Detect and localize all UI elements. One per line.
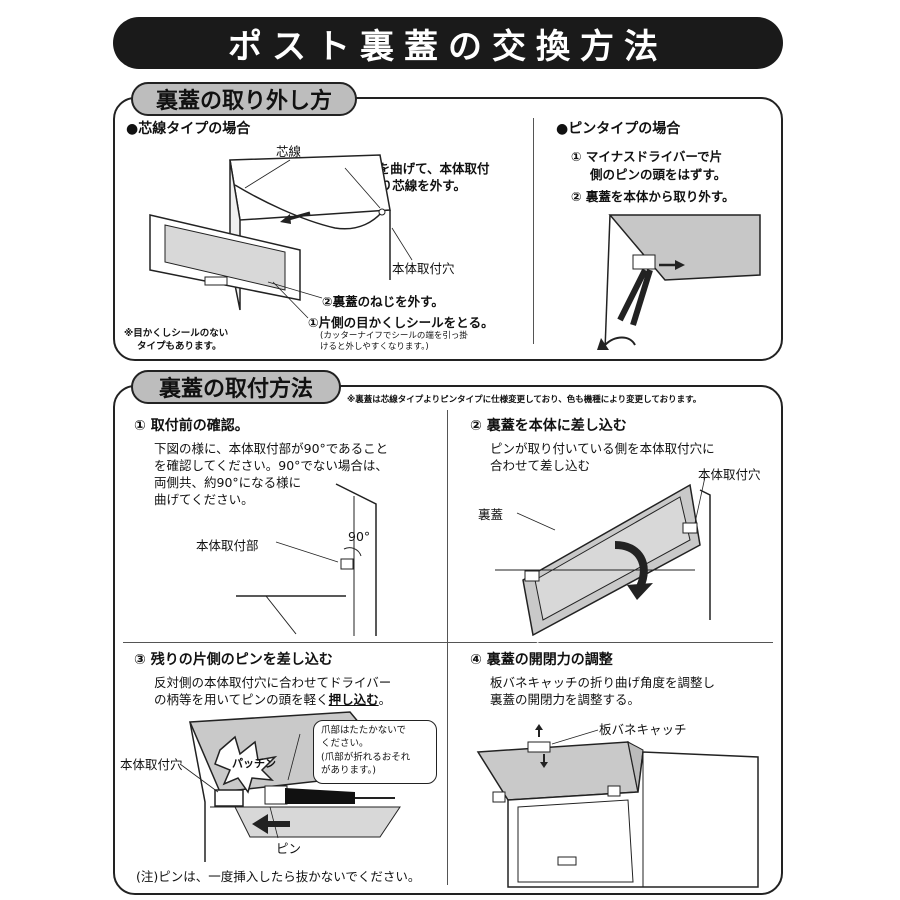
s3-label-hole: 本体取付穴 (120, 757, 183, 772)
core-step2: ②裏蓋のねじを外す。 (322, 294, 444, 309)
s3-footnote: (注)ピンは、一度挿入したら抜かないでください。 (136, 869, 421, 884)
s4-body-2: 裏蓋の開閉力を調整する。 (490, 692, 641, 707)
s2-label-hole: 本体取付穴 (698, 467, 761, 482)
s2-heading: ② 裏蓋を本体に差し込む (470, 418, 627, 434)
s3-callout-3: (爪部が折れるおそれ (321, 752, 411, 763)
s3-body-2-em: 押し込む (328, 692, 379, 707)
label-body-hole-top: 本体取付穴 (392, 261, 455, 276)
s1-body-3: 両側共、約90°になる様に (154, 475, 302, 490)
title-banner: ポスト裏蓋の交換方法 (113, 17, 783, 69)
install-tab: 裏蓋の取付方法 (131, 370, 341, 404)
removal-divider (533, 118, 534, 344)
s1-illustration (236, 484, 436, 636)
s1-body-4: 曲げてください。 (154, 492, 254, 507)
pin-type-illustration (597, 210, 765, 355)
s2-illustration (495, 475, 713, 643)
s1-heading: ① 取付前の確認。 (134, 418, 249, 434)
s3-callout-1: 爪部はたたかないで (321, 725, 407, 736)
install-notice: ※裏蓋は芯線タイプよりピンタイプに仕様変更しており、色も機種により変更しておりま… (347, 395, 702, 405)
core-step1-note-1: (カッターナイフでシールの端を引っ掛 (320, 331, 468, 341)
s2-body-1: ピンが取り付いている側を本体取付穴に (490, 441, 715, 456)
s3-body-2-post: 。 (378, 692, 392, 707)
s3-callout (313, 720, 437, 784)
removal-tab: 裏蓋の取り外し方 (131, 82, 357, 116)
s4-illustration (478, 724, 768, 887)
s3-label-pachin: パッチン (232, 757, 276, 770)
core-note-1: ※目かくしシールのない (124, 328, 229, 339)
install-divider-vertical (447, 410, 448, 885)
core-type-heading: ●芯線タイプの場合 (126, 121, 251, 137)
core-step1: ①片側の目かくしシールをとる。 (308, 315, 494, 330)
install-divider-horizontal (123, 642, 773, 643)
s4-body-1: 板バネキャッチの折り曲げ角度を調整し (490, 675, 716, 690)
s2-body-2: 合わせて差し込む (490, 458, 591, 473)
s3-body-2: の柄等を用いてピンの頭を軽く押し込む。 (154, 691, 391, 708)
core-note-2: タイプもあります。 (137, 341, 222, 352)
s1-body-1: 下図の様に、本体取付部が90°であること (154, 441, 389, 456)
s3-label-pin: ピン (276, 841, 302, 856)
s3-body-2-pre: の柄等を用いてピンの頭を軽く (154, 692, 329, 707)
pin-type-heading: ●ピンタイプの場合 (556, 121, 681, 137)
s3-heading: ③ 残りの片側のピンを差し込む (134, 652, 333, 668)
s4-heading: ④ 裏蓋の開閉力の調整 (470, 652, 613, 668)
pin-step2: ② 裏蓋を本体から取り外す。 (571, 189, 735, 204)
page-title: ポスト裏蓋の交換方法 (228, 26, 668, 67)
label-core-wire: 芯線 (276, 144, 302, 159)
core-step1-note-2: けると外しやすくなります。) (320, 342, 429, 352)
core-type-illustration (150, 150, 420, 330)
s3-body-1: 反対側の本体取付穴に合わせてドライバー (154, 675, 392, 690)
s1-label-part: 本体取付部 (196, 538, 259, 553)
s3-callout-2: ください。 (321, 738, 369, 749)
s2-label-lid: 裏蓋 (478, 507, 504, 522)
pin-step1-line1: ① マイナスドライバーで片 (571, 149, 723, 164)
s3-callout-4: があります。) (321, 765, 377, 776)
s1-body-2: を確認してください。90°でない場合は、 (154, 458, 388, 473)
pin-step1-line2: 側のピンの頭をはずす。 (590, 167, 727, 182)
s4-label-catch: 板バネキャッチ (599, 722, 687, 737)
